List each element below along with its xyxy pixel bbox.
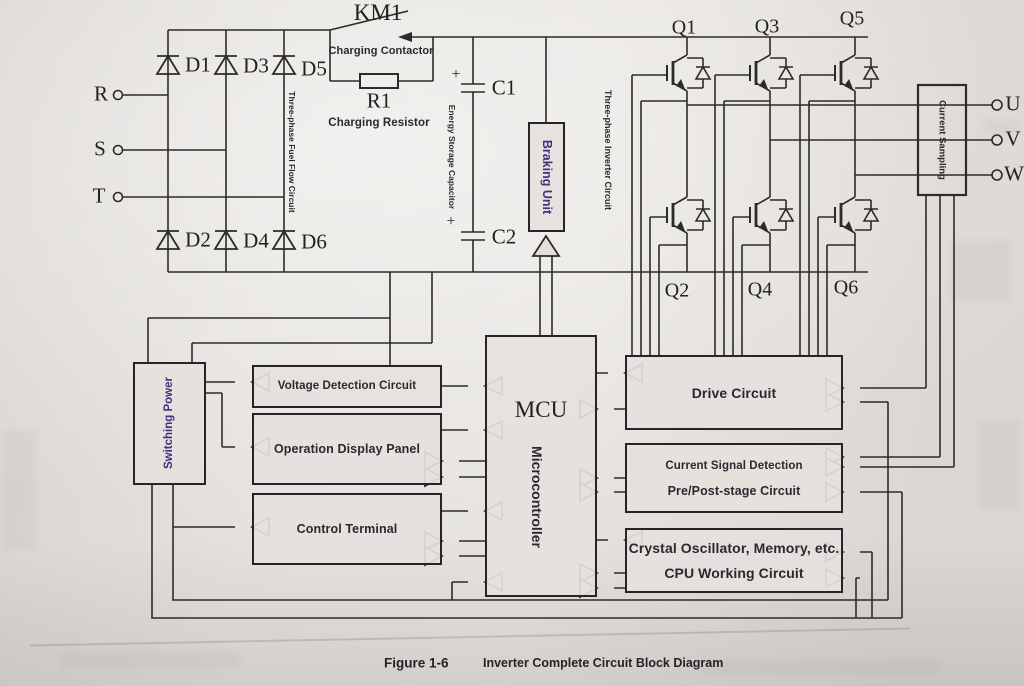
- output-terminal-v: V: [1005, 126, 1021, 151]
- braking-unit-box: [528, 122, 565, 232]
- charging-wires: [329, 10, 868, 82]
- figure-label: Figure 1-6: [384, 655, 449, 671]
- igbt-label-q2: Q2: [664, 279, 690, 302]
- paper-bleed-mark: [984, 120, 1018, 134]
- paper-bleed-mark: [950, 240, 1010, 300]
- control-terminal-box: [252, 493, 442, 565]
- inverter-legs: [686, 37, 856, 272]
- paper-bleed-mark: [60, 652, 240, 668]
- left-arrow-shafts: [173, 372, 625, 589]
- contactor-arrow: [398, 32, 412, 42]
- current-detection-box: [625, 443, 843, 513]
- terminal-t: [112, 191, 124, 203]
- rectifier-section-label: Three-phase Fuel Flow Circuit: [287, 91, 297, 213]
- sampling-drop-wires: [860, 195, 955, 468]
- paper-bleed-mark: [978, 420, 1020, 510]
- figure-caption: Inverter Complete Circuit Block Diagram: [483, 656, 724, 670]
- igbt-bars: [666, 61, 880, 227]
- drive-circuit-label: Drive Circuit: [691, 385, 777, 401]
- braking-wires: [539, 37, 553, 335]
- wraparound-wires: [151, 401, 903, 619]
- input-terminal-s: S: [94, 136, 106, 161]
- igbt-label-q5: Q5: [839, 7, 865, 30]
- gate-drive-bundles: [631, 74, 855, 355]
- voltage-detection-label: Voltage Detection Circuit: [277, 380, 417, 392]
- operation-display-label: Operation Display Panel: [273, 442, 421, 456]
- mcu-title: MCU: [514, 397, 568, 422]
- current-sampling-box: [916, 83, 968, 197]
- igbt-label-q4: Q4: [747, 278, 773, 301]
- terminal-w: [991, 169, 1003, 181]
- rectifier-wires: [122, 29, 868, 273]
- igbt-label-q3: Q3: [754, 15, 780, 38]
- voltage-detection-box: [252, 365, 442, 408]
- current-detection-label-1: Current Signal Detection: [665, 460, 803, 472]
- cap-plus-c2: +: [446, 213, 456, 230]
- diode-label-d3: D3: [243, 53, 269, 78]
- braking-unit-label: Braking Unit: [540, 139, 554, 215]
- control-terminal-label: Control Terminal: [296, 522, 398, 536]
- diode-label-d4: D4: [243, 228, 269, 253]
- terminal-s: [112, 144, 124, 156]
- resistor-ref: R1: [366, 88, 392, 113]
- charging-resistor-symbol: [359, 73, 399, 89]
- input-terminal-r: R: [93, 81, 109, 106]
- contactor-label: Charging Contactor: [328, 45, 434, 57]
- paper-bleed-mark: [2, 430, 36, 550]
- operation-display-box: [252, 413, 442, 485]
- output-terminal-u: U: [1005, 91, 1021, 116]
- cap-label-c2: C2: [491, 224, 517, 249]
- output-terminal-w: W: [1004, 161, 1024, 186]
- igbt-label-q1: Q1: [671, 16, 697, 39]
- diode-label-d6: D6: [301, 229, 327, 254]
- switching-power-label: Switching Power: [163, 376, 175, 470]
- terminal-v: [991, 134, 1003, 146]
- cap-plus-c1: +: [451, 66, 461, 83]
- switching-power-box: [133, 362, 206, 485]
- mcu-subtitle: Microcontroller: [529, 446, 545, 548]
- inverter-section-label: Three-phase Inverter Circuit: [603, 89, 613, 211]
- diode-label-d5: D5: [301, 56, 327, 81]
- power-feed-wires: [147, 272, 433, 365]
- cpu-working-label-2: CPU Working Circuit: [664, 565, 804, 581]
- current-sampling-label: Current Sampling: [936, 100, 948, 180]
- resistor-label: Charging Resistor: [328, 117, 430, 129]
- braking-input-arrow: [531, 234, 561, 257]
- contactor-ref: KM1: [353, 0, 403, 25]
- capacitor-wires: [461, 37, 485, 272]
- cpu-working-label-1: Crystal Oscillator, Memory, etc.: [628, 540, 840, 556]
- cpu-working-box: [625, 528, 843, 593]
- paper-bleed-mark: [700, 660, 940, 674]
- terminal-r: [112, 89, 124, 101]
- input-terminal-t: T: [92, 183, 106, 208]
- terminal-u: [991, 99, 1003, 111]
- small-filled-arrows: [398, 32, 853, 231]
- diode-label-d2: D2: [185, 227, 211, 252]
- drive-circuit-box: [625, 355, 843, 430]
- phase-output-wires: [687, 104, 992, 176]
- current-detection-label-2: Pre/Post-stage Circuit: [667, 484, 801, 498]
- rectifier-diodes: [155, 54, 297, 250]
- energy-storage-label: Energy Storage Capacitor: [447, 104, 457, 210]
- diode-label-d1: D1: [185, 52, 211, 77]
- cap-label-c1: C1: [491, 75, 517, 100]
- igbt-label-q6: Q6: [833, 276, 859, 299]
- mcu-box: [485, 335, 597, 597]
